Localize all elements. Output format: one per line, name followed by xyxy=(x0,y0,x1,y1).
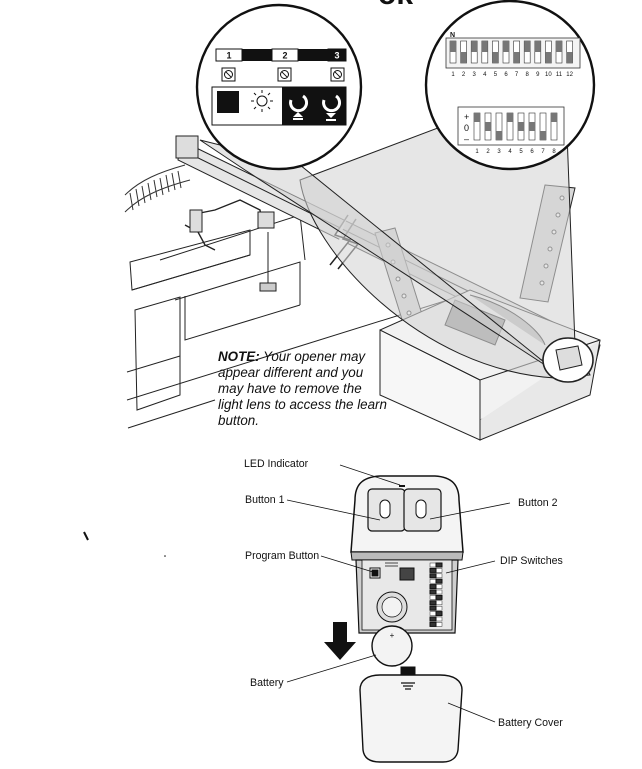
remote-dip-switch xyxy=(429,621,443,627)
button-1 xyxy=(367,488,406,532)
box-2-label: 2 xyxy=(282,51,287,61)
dip-top-number: 2 xyxy=(462,72,466,78)
box-3: 3 xyxy=(327,48,347,62)
dip-switch-bottom-5 xyxy=(517,112,525,141)
remote-dip-switch xyxy=(429,562,443,568)
note-body: Your opener may appear different and you… xyxy=(218,349,387,428)
stray-dot xyxy=(164,555,166,557)
minus-label: – xyxy=(464,134,469,144)
remote-dip-switch xyxy=(429,578,443,584)
dip-switch-top-5 xyxy=(492,40,499,64)
dip-switches-top-row xyxy=(449,40,573,64)
dip-switch-top-4 xyxy=(481,40,489,64)
rotate-arrow-icon xyxy=(289,94,341,113)
remote-dip-switch xyxy=(429,584,443,590)
on-label: N xyxy=(450,32,455,39)
dip-top-number: 8 xyxy=(526,72,530,78)
dip-switch-top-2 xyxy=(460,40,467,64)
dip-switch-bottom-4 xyxy=(506,112,514,141)
dip-bottom-number: 4 xyxy=(508,149,512,155)
inset-circle-left: 1 2 3 xyxy=(195,3,363,171)
battery-plus-icon: + xyxy=(390,631,395,640)
dip-switch-bottom-8 xyxy=(550,112,558,141)
dip-bottom-number: 6 xyxy=(530,149,534,155)
dip-switch-top-3 xyxy=(470,40,478,64)
dip-top-number: 12 xyxy=(566,72,573,78)
door-arrow-icon xyxy=(293,112,336,121)
dip-top-number: 5 xyxy=(494,72,498,78)
dip-switch-top-1 xyxy=(449,40,457,64)
remote-dip-switch xyxy=(429,573,443,579)
heading-fragment: ok xyxy=(378,0,413,11)
dip-top-number: 6 xyxy=(504,72,508,78)
remote-control xyxy=(350,475,464,634)
dip-top-number: 4 xyxy=(483,72,487,78)
led-off-icon xyxy=(217,91,239,113)
dip-switch-top-8 xyxy=(523,40,531,64)
remote-dip-switch xyxy=(429,600,443,606)
note-lead: NOTE: xyxy=(218,349,260,364)
remote-dip-switch xyxy=(429,611,443,617)
dip-switch-top-12 xyxy=(566,40,573,64)
note-text: NOTE: Your opener may appear different a… xyxy=(218,349,388,429)
dip-switch-bottom-7 xyxy=(539,112,547,141)
button-1-label: Button 1 xyxy=(245,494,285,506)
prohibit-icon xyxy=(221,67,345,82)
box-1: 1 xyxy=(215,48,243,62)
battery-cover xyxy=(359,666,463,763)
dip-top-number: 9 xyxy=(536,72,540,78)
dip-switch-top-11 xyxy=(555,40,563,64)
dip-top-number: 10 xyxy=(545,72,552,78)
box-3-label: 3 xyxy=(334,51,339,61)
zero-label: 0 xyxy=(464,123,469,133)
leader-lines xyxy=(286,464,511,723)
remote-dip-switch xyxy=(429,567,443,573)
led-indicator-label: LED Indicator xyxy=(244,458,309,470)
dip-bottom-row-numbers: 1 2 3 4 5 6 7 8 xyxy=(475,149,556,155)
dip-bottom-number: 2 xyxy=(486,149,490,155)
dip-switch-bottom-1 xyxy=(473,112,481,141)
dip-bottom-number: 8 xyxy=(552,149,556,155)
dip-top-number: 1 xyxy=(451,72,455,78)
remote-dip-switch xyxy=(429,605,443,611)
dip-top-number: 3 xyxy=(473,72,477,78)
box-1-label: 1 xyxy=(226,51,231,61)
dip-switch-bottom-3 xyxy=(495,112,503,141)
box-2: 2 xyxy=(271,48,299,62)
dip-switch-top-9 xyxy=(534,40,542,64)
dip-top-number: 7 xyxy=(515,72,519,78)
stray-mark xyxy=(83,531,89,541)
dip-bottom-number: 5 xyxy=(519,149,523,155)
dip-switch-bottom-2 xyxy=(484,112,492,141)
dip-switches-label: DIP Switches xyxy=(500,555,563,567)
remote-dip-switch xyxy=(429,589,443,595)
plus-label: + xyxy=(464,112,469,122)
battery-cover-label: Battery Cover xyxy=(498,717,563,729)
led-blink-icon xyxy=(251,90,273,112)
torsion-spring xyxy=(124,164,191,213)
dip-bottom-number: 7 xyxy=(541,149,545,155)
dip-switch-bottom-6 xyxy=(528,112,536,141)
down-arrow-icon xyxy=(324,622,356,660)
dip-switch-top-7 xyxy=(513,40,520,64)
remote-dip-switch xyxy=(429,616,443,622)
dip-switches-bottom-row xyxy=(473,112,558,141)
button-2-label: Button 2 xyxy=(518,497,558,509)
remote-dip-switches xyxy=(429,562,443,627)
button-2 xyxy=(403,488,442,532)
remote-dip-switch xyxy=(429,594,443,600)
program-button-label: Program Button xyxy=(245,550,320,562)
battery: + xyxy=(371,625,413,667)
dip-bottom-number: 1 xyxy=(475,149,479,155)
battery-label: Battery xyxy=(250,677,284,689)
dip-bottom-number: 3 xyxy=(497,149,501,155)
dip-switch-top-6 xyxy=(502,40,510,64)
dip-top-number: 11 xyxy=(556,72,563,78)
dip-switch-top-10 xyxy=(545,40,552,64)
